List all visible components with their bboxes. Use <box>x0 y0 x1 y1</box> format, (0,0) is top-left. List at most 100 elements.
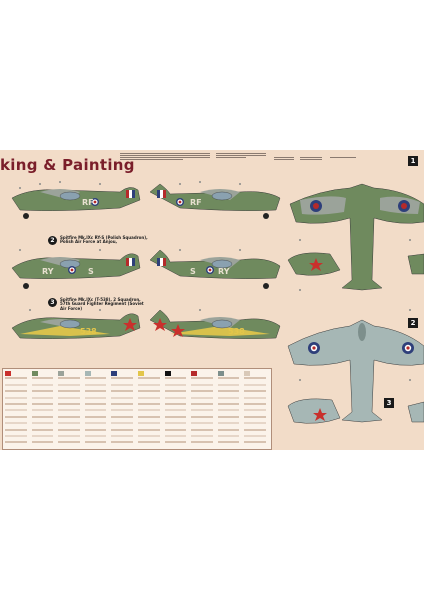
table-cell <box>191 409 213 412</box>
code-ry-left: RY <box>42 267 54 276</box>
side-marker-2: 2 <box>408 318 418 328</box>
table-cell <box>84 396 107 399</box>
table-cell <box>217 409 240 412</box>
table-cell <box>58 409 80 412</box>
table-cell <box>138 435 160 437</box>
table-cell <box>5 396 27 399</box>
table-cell <box>138 409 160 412</box>
paint-reference-table <box>2 368 272 450</box>
table-cell <box>191 396 213 399</box>
table-cell <box>138 428 160 431</box>
table-cell <box>164 409 187 412</box>
table-cell <box>217 435 240 437</box>
table-cell <box>58 422 80 425</box>
table-cell <box>111 403 133 405</box>
table-cell <box>164 377 187 380</box>
table-cell <box>191 435 213 437</box>
table-cell <box>84 409 107 412</box>
table-cell <box>5 415 27 418</box>
table-header-swatch <box>31 371 38 376</box>
code-s-left: S <box>88 267 94 276</box>
scheme-caption-3: Spitfire Mk.IXc (T-538), 2 Squadron, 57t… <box>60 297 144 311</box>
table-cell <box>217 415 240 418</box>
table-cell <box>244 377 266 380</box>
table-cell <box>217 390 240 393</box>
table-cell <box>58 428 80 431</box>
page-title: king & Painting <box>0 156 135 174</box>
table-cell <box>31 441 54 444</box>
code-ry-right: RY <box>218 267 230 276</box>
aircraft-profile-3-left: 538 <box>11 313 141 339</box>
fine-print-block <box>120 152 210 164</box>
table-cell <box>58 390 80 393</box>
code-538-right: 538 <box>228 327 245 336</box>
side-marker-1: 1 <box>408 156 418 166</box>
table-cell <box>244 441 266 444</box>
table-cell <box>191 383 213 386</box>
table-cell <box>244 415 266 418</box>
table-cell <box>138 415 160 418</box>
code-538-left: 538 <box>80 327 97 336</box>
table-header-swatch <box>244 371 251 376</box>
table-cell <box>217 383 240 386</box>
table-cell <box>31 422 54 425</box>
table-cell <box>111 428 133 431</box>
table-cell <box>217 396 240 399</box>
table-cell <box>58 383 80 386</box>
table-header-swatch <box>111 371 118 376</box>
table-cell <box>191 377 213 380</box>
table-cell <box>244 390 266 393</box>
table-header-swatch <box>164 371 171 376</box>
table-cell <box>164 428 187 431</box>
table-cell <box>5 383 27 386</box>
table-header-swatch <box>84 371 91 376</box>
code-rf-right: RF <box>190 198 202 207</box>
wing-view-soviet <box>287 252 424 276</box>
aircraft-profile-2-left: RY S <box>11 253 141 289</box>
fine-print-block <box>216 152 266 164</box>
table-cell <box>138 377 160 380</box>
table-cell <box>244 403 266 405</box>
table-cell <box>84 415 107 418</box>
aircraft-profile-1-right: RF <box>149 183 281 219</box>
table-header-swatch <box>5 371 11 376</box>
table-cell <box>84 390 107 393</box>
table-cell <box>5 428 27 431</box>
table-cell <box>244 428 266 431</box>
decal-instruction-sheet: king & Painting RF <box>0 150 424 450</box>
table-cell <box>111 390 133 393</box>
table-cell <box>244 435 266 437</box>
table-cell <box>31 403 54 405</box>
table-cell <box>5 441 27 444</box>
table-cell <box>58 441 80 444</box>
table-cell <box>58 377 80 380</box>
table-cell <box>111 377 133 380</box>
table-cell <box>5 435 27 437</box>
table-cell <box>111 435 133 437</box>
table-cell <box>164 390 187 393</box>
table-cell <box>58 435 80 437</box>
table-cell <box>31 435 54 437</box>
table-cell <box>138 383 160 386</box>
table-cell <box>191 428 213 431</box>
table-cell <box>217 441 240 444</box>
table-cell <box>84 403 107 405</box>
table-cell <box>5 377 27 380</box>
aircraft-top-view-underside <box>287 319 424 423</box>
aircraft-profile-3-right: 538 <box>149 309 281 339</box>
table-cell <box>217 403 240 405</box>
scheme-marker-2: 2 <box>48 236 57 245</box>
side-marker-3: 3 <box>384 398 394 408</box>
table-cell <box>111 396 133 399</box>
table-cell <box>217 428 240 431</box>
scheme-caption-2: Spitfire Mk.IXc RY-S (Polish Squadron), … <box>60 235 148 245</box>
table-cell <box>217 422 240 425</box>
table-header-swatch <box>138 371 144 376</box>
table-cell <box>5 390 27 393</box>
aircraft-profile-2-right: S RY <box>149 249 281 289</box>
table-cell <box>164 441 187 444</box>
table-cell <box>164 415 187 418</box>
table-cell <box>111 409 133 412</box>
table-cell <box>164 435 187 437</box>
table-cell <box>164 422 187 425</box>
